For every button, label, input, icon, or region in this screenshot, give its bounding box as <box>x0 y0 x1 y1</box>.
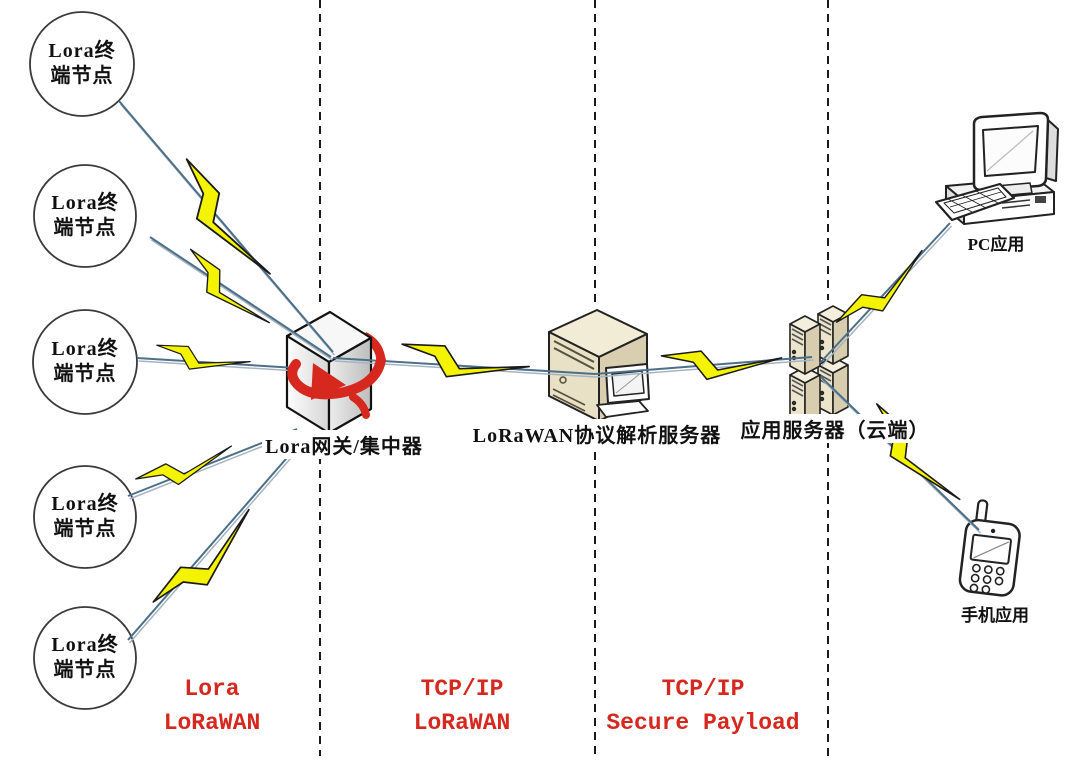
bolt-appserver-pc <box>834 241 934 341</box>
rotation-arrowhead <box>311 363 346 400</box>
app-server-label: 应用服务器（云端） <box>737 414 933 443</box>
bolt-terminal3 <box>154 343 252 375</box>
pc-device <box>934 111 1059 225</box>
phone-screen <box>969 533 1012 565</box>
zone-2-protocol-label: TCP/IP LoRaWAN <box>413 676 511 736</box>
connection-lines <box>118 100 982 644</box>
terminal-node-5-circle <box>33 606 137 710</box>
server-vents <box>553 340 595 370</box>
link-appserver-pc <box>819 222 951 364</box>
zone-3-protocol-label: TCP/IP Secure Payload <box>606 676 800 736</box>
terminal-node-4-label: Lora终 端节点 <box>51 493 119 540</box>
pc-drive-bay <box>1035 196 1046 203</box>
zone-divider-lines <box>319 0 829 756</box>
terminal-node-3-circle <box>32 309 138 415</box>
app-server-stack-device <box>789 305 849 426</box>
terminal-node-2-circle <box>33 164 137 268</box>
server-tower <box>789 366 821 426</box>
terminal-node-5-label: Lora终 端节点 <box>51 634 119 681</box>
bolt-terminal2 <box>175 247 277 335</box>
link-terminal5-gateway <box>127 443 300 641</box>
phone-earpiece <box>990 528 996 534</box>
terminal-node-2-label: Lora终 端节点 <box>51 192 119 239</box>
parse-server-label: LoRaWAN协议解析服务器 <box>469 419 725 448</box>
terminal-node-3-label: Lora终 端节点 <box>51 338 119 385</box>
server-tower <box>789 315 821 375</box>
phone-keypad <box>969 563 1005 594</box>
terminal-node-1-circle <box>29 11 135 117</box>
terminal-node-4-circle <box>33 465 137 569</box>
phone-label: 手机应用 <box>959 601 1031 626</box>
terminal-node-circles <box>29 11 138 710</box>
pc-case-vents <box>1001 199 1031 209</box>
terminal-node-1-label: Lora终 端节点 <box>48 40 116 87</box>
bolt-terminal5 <box>150 499 264 623</box>
gateway-rotation-arrow <box>287 355 386 419</box>
server-drive-slots <box>552 388 586 412</box>
pc-label: PC应用 <box>965 230 1027 255</box>
pc-keyboard <box>934 182 1016 222</box>
server-tower <box>817 305 849 365</box>
link-terminal2-gateway <box>149 236 332 358</box>
gateway-label: Lora网关/集中器 <box>262 430 426 459</box>
parse-server-device <box>548 309 650 422</box>
phone-device <box>958 499 1021 597</box>
zone-1-protocol-label: Lora LoRaWAN <box>163 676 261 736</box>
link-gateway-servers <box>332 356 813 376</box>
link-terminal1-gateway <box>118 100 334 353</box>
server-power-button <box>559 376 567 384</box>
